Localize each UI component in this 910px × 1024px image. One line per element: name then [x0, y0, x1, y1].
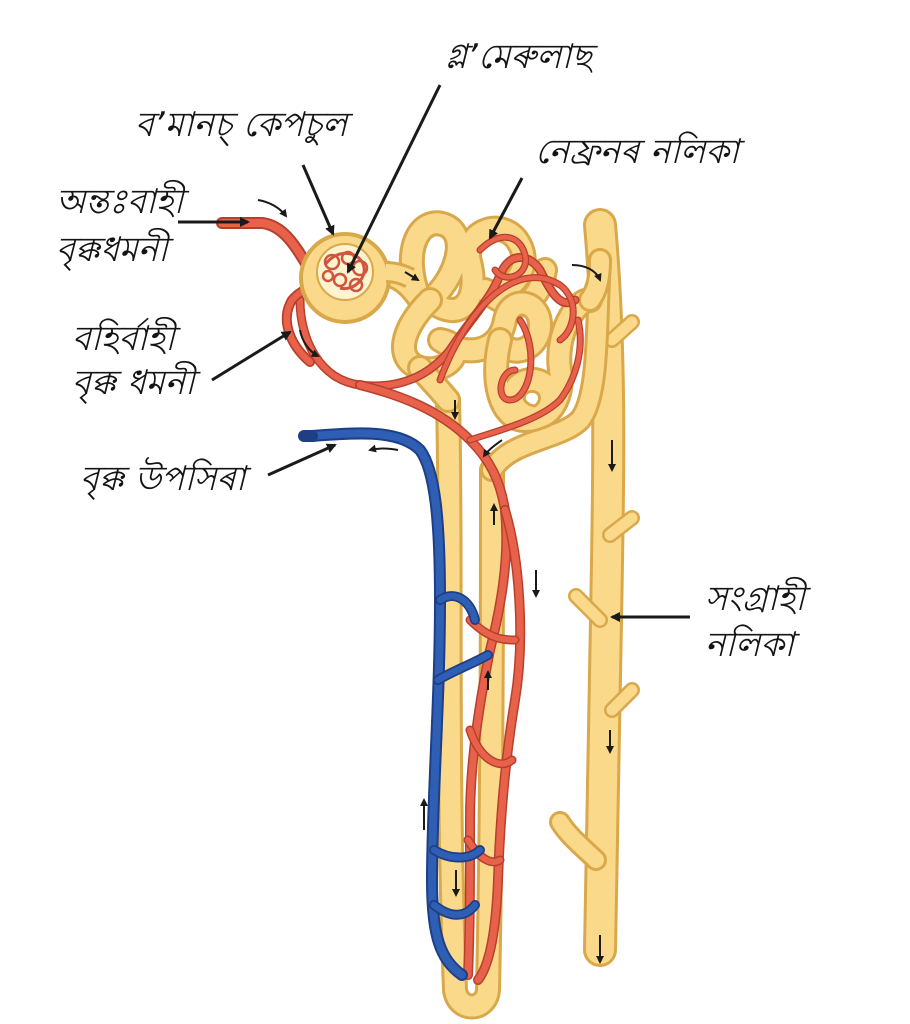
label-efferent-line-2: বৃক্ক ধমনী — [72, 363, 195, 403]
label-afferent-line-2: বৃক্কধমনী — [56, 230, 168, 270]
label-afferent-line-1: অন্তঃবাহী — [56, 182, 184, 222]
label-efferent-line-1: বহিৰ্বাহী — [72, 319, 175, 359]
nephron-tubule-coils — [365, 210, 612, 433]
renal-venule — [298, 427, 493, 981]
glomerulus-leader-arrow — [346, 84, 442, 274]
label-collecting-line-1: সংগ্ৰাহী — [705, 579, 806, 619]
label-renal-venule: বৃক্ক উপসিৰা — [80, 459, 246, 499]
label-collecting-line-2: নলিকা — [705, 625, 795, 665]
tubule-leader-arrow — [488, 177, 524, 240]
label-afferent-arteriole: অন্তঃবাহী বৃক্কধমনী — [56, 185, 183, 267]
peritubular-capillaries — [295, 233, 584, 985]
bowman-leader-arrow — [301, 164, 335, 236]
label-bowman-capsule: ব’মানচ্ কেপচুল — [135, 105, 348, 145]
label-glomerulus: গ্ল’মেৰুলাছ — [445, 37, 592, 77]
flow-arrows — [257, 199, 616, 964]
label-efferent-arteriole: বহিৰ্বাহী বৃক্ক ধমনী — [72, 322, 195, 400]
label-nephron-tubule: নেফ্ৰনৰ নলিকা — [535, 132, 740, 172]
leader-arrows — [178, 84, 690, 622]
glomerulus — [321, 250, 369, 293]
efferent-leader-arrow — [211, 330, 292, 382]
label-collecting-duct: সংগ্ৰাহী নলিকা — [705, 582, 805, 662]
venule-leader-arrow — [267, 443, 337, 477]
